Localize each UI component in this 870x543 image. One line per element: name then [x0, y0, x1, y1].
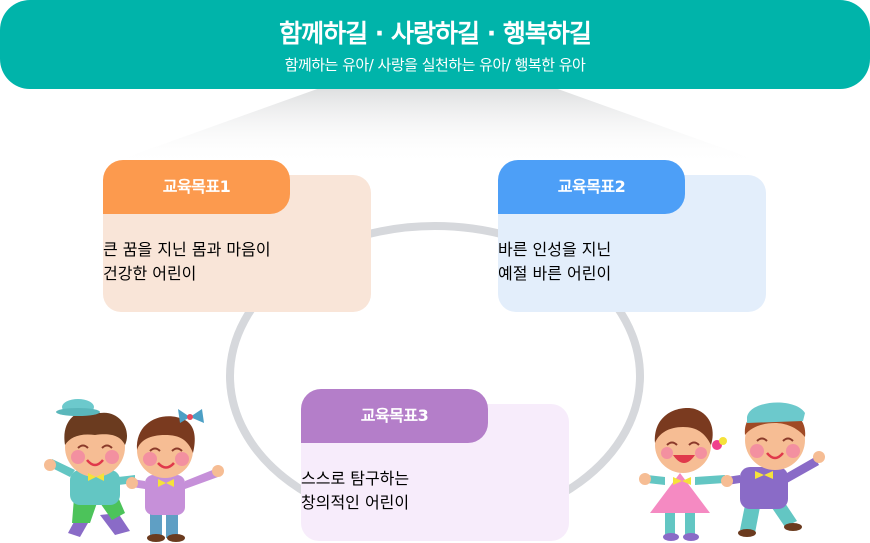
goal-tab-2: 교육목표2 — [498, 160, 685, 214]
goal-text-2: 바른 인성을 지닌 예절 바른 어린이 — [498, 236, 766, 284]
goal-line: 예절 바른 어린이 — [498, 264, 612, 283]
goal-line: 바른 인성을 지닌 — [498, 240, 612, 259]
header-title: 함께하길 · 사랑하길 · 행복하길 — [279, 19, 592, 48]
goal-line: 건강한 어린이 — [103, 264, 197, 283]
goal-card-3: 교육목표3 스스로 탐구하는 창의적인 어린이 — [301, 389, 569, 542]
boy-figure-left — [44, 399, 135, 537]
goal-tab-3: 교육목표3 — [301, 389, 488, 443]
goal-card-2: 교육목표2 바른 인성을 지닌 예절 바른 어린이 — [498, 160, 766, 313]
girl-figure-left — [126, 409, 224, 542]
girl-figure-right — [639, 408, 727, 541]
goal-line: 스스로 탐구하는 — [301, 469, 410, 488]
boy-figure-right — [721, 402, 825, 537]
goal-text-3: 스스로 탐구하는 창의적인 어린이 — [301, 465, 569, 513]
goal-card-1: 교육목표1 큰 꿈을 지닌 몸과 마음이 건강한 어린이 — [103, 160, 371, 313]
goal-text-1: 큰 꿈을 지닌 몸과 마음이 건강한 어린이 — [103, 236, 371, 284]
goal-line: 큰 꿈을 지닌 몸과 마음이 — [103, 240, 271, 259]
goal-line: 창의적인 어린이 — [301, 493, 410, 512]
kids-illustration-right — [639, 402, 825, 541]
header-banner: 함께하길 · 사랑하길 · 행복하길 함께하는 유아/ 사랑을 실천하는 유아/… — [0, 0, 870, 89]
kids-illustration-left — [44, 399, 224, 542]
goal-tab-1: 교육목표1 — [103, 160, 290, 214]
header-subtitle: 함께하는 유아/ 사랑을 실천하는 유아/ 행복한 유아 — [284, 56, 586, 74]
